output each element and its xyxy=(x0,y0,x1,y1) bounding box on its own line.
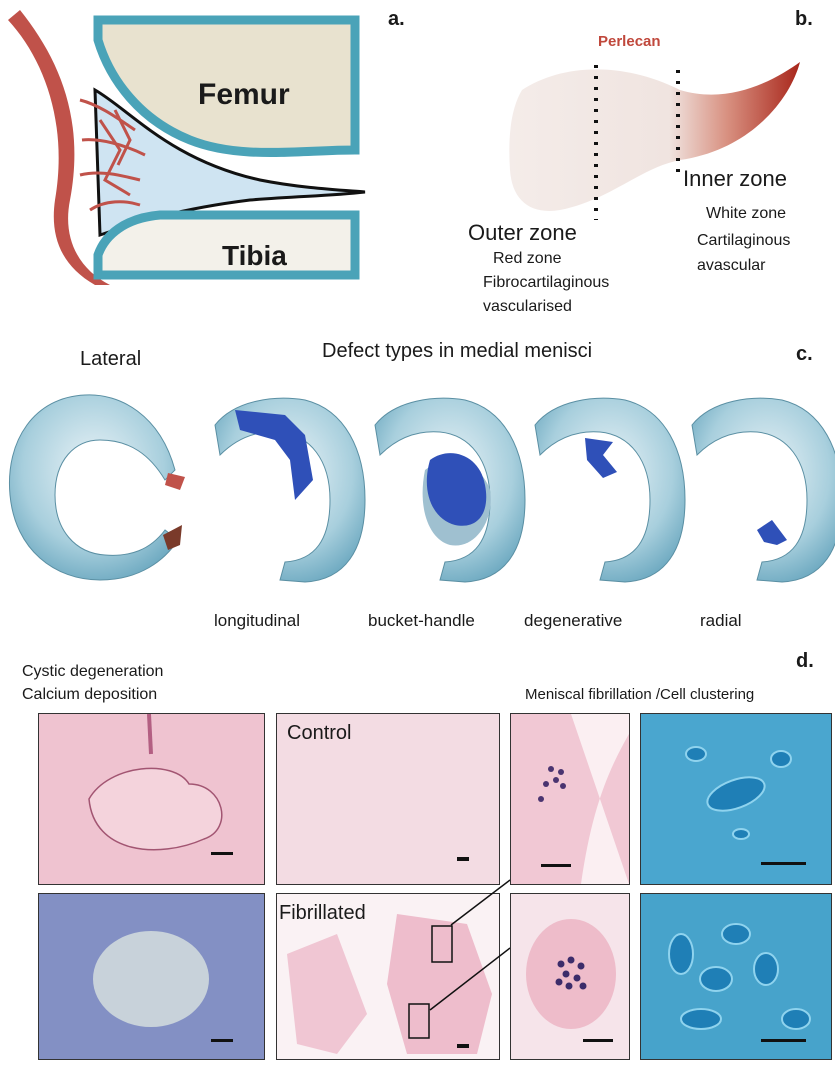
defect-types-heading: Defect types in medial menisci xyxy=(322,340,592,363)
scale-bar xyxy=(583,1039,613,1042)
inner-zone-title: Inner zone xyxy=(683,166,787,192)
inner-zone-line3: avascular xyxy=(697,257,765,275)
panel-letter-c: c. xyxy=(796,343,813,366)
medial-meniscus-radial xyxy=(692,398,835,582)
fibrillated-label: Fibrillated xyxy=(279,902,366,925)
femur-label: Femur xyxy=(198,78,290,112)
scale-bar xyxy=(211,852,233,855)
fibrillated-alcian-micrograph xyxy=(640,893,832,1060)
outer-zone-title: Outer zone xyxy=(468,220,577,246)
panel-letter-b: b. xyxy=(795,8,813,31)
knee-joint-diagram xyxy=(0,0,380,290)
menisci-illustration xyxy=(0,385,835,595)
control-micrograph: Control xyxy=(276,713,500,885)
cystic-toluidine-micrograph xyxy=(38,893,265,1060)
defect-label-longitudinal: longitudinal xyxy=(214,611,300,631)
medial-meniscus-degenerative xyxy=(535,398,685,582)
panel-letter-d: d. xyxy=(796,650,814,673)
scale-bar xyxy=(211,1039,233,1042)
outer-zone-line2: Fibrocartilaginous xyxy=(483,274,609,292)
meniscus-perlecan-section xyxy=(500,50,820,220)
blood-vessel xyxy=(8,10,110,285)
control-alcian-micrograph xyxy=(640,713,832,885)
fibrillated-cluster-zoom xyxy=(510,893,630,1060)
cystic-he-micrograph xyxy=(38,713,265,885)
outer-zone-line3: vascularised xyxy=(483,298,572,316)
scale-bar xyxy=(457,857,469,861)
outer-zone-line1: Red zone xyxy=(493,250,562,268)
radial-defect xyxy=(757,520,787,545)
perlecan-label: Perlecan xyxy=(598,33,661,50)
panel-letter-a: a. xyxy=(388,8,405,31)
tibia-label: Tibia xyxy=(222,240,287,272)
fibrillated-micrograph: Fibrillated xyxy=(276,893,500,1060)
defect-label-bucket-handle: bucket-handle xyxy=(368,611,475,631)
scale-bar xyxy=(457,1044,469,1048)
control-cluster-zoom xyxy=(510,713,630,885)
lateral-label: Lateral xyxy=(80,348,141,371)
lateral-meniscus xyxy=(9,395,185,580)
scale-bar xyxy=(761,862,806,865)
defect-label-radial: radial xyxy=(700,611,742,631)
defect-label-degenerative: degenerative xyxy=(524,611,622,631)
scale-bar xyxy=(541,864,571,867)
degenerative-defect xyxy=(585,438,617,478)
cystic-title-line2: Calcium deposition xyxy=(22,686,157,704)
control-label: Control xyxy=(287,722,351,745)
inner-zone-line1: White zone xyxy=(706,205,786,223)
fibrillation-title: Meniscal fibrillation /Cell clustering xyxy=(525,686,754,703)
inner-zone-line2: Cartilaginous xyxy=(697,232,790,250)
scale-bar xyxy=(761,1039,806,1042)
medial-meniscus-bucket-handle xyxy=(375,398,525,582)
cystic-title-line1: Cystic degeneration xyxy=(22,663,163,681)
medial-meniscus-longitudinal xyxy=(215,398,365,582)
